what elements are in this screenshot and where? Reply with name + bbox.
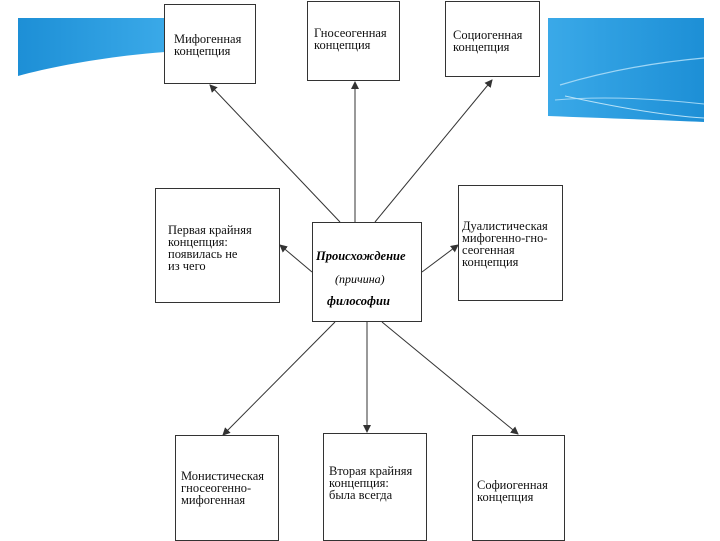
center-subtitle: (причина)	[335, 272, 385, 287]
node-label: Дуалистическая мифогенно-гно- сеогенная …	[462, 220, 548, 268]
node-first-extreme: Первая крайняя концепция: появилась не и…	[155, 188, 280, 303]
node-second-extreme: Вторая крайняя концепция: была всегда	[323, 433, 427, 541]
node-sophiogenic: Софиогенная концепция	[472, 435, 565, 541]
node-label: Социогенная концепция	[453, 29, 522, 53]
center-title: Происхождение	[316, 249, 406, 264]
arrow-to-dualistic	[422, 245, 458, 272]
node-label: Гносеогенная концепция	[314, 27, 387, 51]
node-dualistic: Дуалистическая мифогенно-гно- сеогенная …	[458, 185, 563, 301]
node-sociogenic: Социогенная концепция	[445, 1, 540, 77]
node-label: Софиогенная концепция	[477, 479, 548, 503]
node-mythogenic: Мифогенная концепция	[164, 4, 256, 84]
arrow-to-sophiogenic	[382, 322, 518, 434]
node-label: Первая крайняя концепция: появилась не и…	[168, 224, 252, 272]
arrow-to-monistic	[223, 322, 335, 435]
node-gnoseogenic: Гносеогенная концепция	[307, 1, 400, 81]
node-label: Вторая крайняя концепция: была всегда	[329, 465, 412, 501]
node-monistic: Монистическая гносеогенно- мифогенная	[175, 435, 279, 541]
node-origin-of-philosophy: Происхождение (причина) философии	[312, 222, 422, 322]
arrow-to-first-extreme	[280, 245, 312, 272]
node-label: Монистическая гносеогенно- мифогенная	[181, 470, 264, 506]
node-label: Мифогенная концепция	[174, 33, 241, 57]
center-word: философии	[327, 294, 390, 309]
